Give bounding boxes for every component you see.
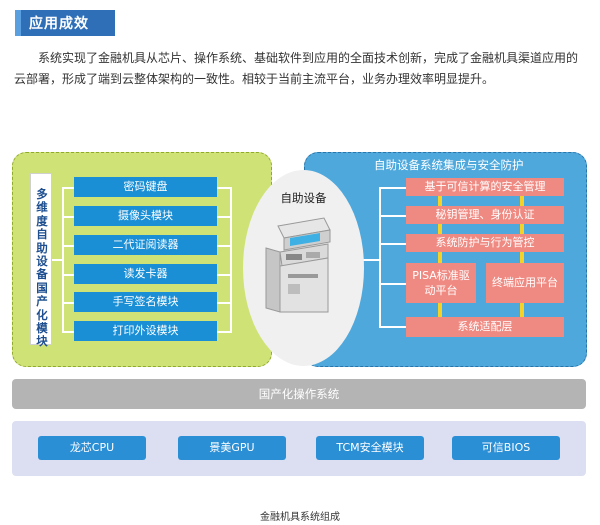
- chip-loongson-cpu: 龙芯CPU: [38, 436, 146, 460]
- module-connector-trunk: [230, 187, 232, 333]
- module-camera: 摄像头模块: [74, 206, 217, 226]
- left-panel-title: 多维度自助设备国产化模块: [30, 173, 52, 348]
- yellow-connector-2: [520, 196, 524, 206]
- module-connector-2: [217, 216, 230, 218]
- right-connector-3: [379, 243, 406, 245]
- left-panel-title-text: 多维度自助设备国产化模块: [36, 187, 48, 349]
- right-connector-stub: [362, 259, 380, 261]
- yellow-connector-5: [438, 252, 442, 263]
- layer-trusted-computing: 基于可信计算的安全管理: [406, 178, 564, 196]
- module-connector-4: [217, 274, 230, 276]
- right-connector-trunk: [379, 187, 381, 327]
- yellow-connector-3: [438, 224, 442, 234]
- module-password-keypad: 密码键盘: [74, 177, 217, 197]
- layer-pisa-platform: PISA标准驱动平台: [406, 263, 476, 303]
- right-connector-2: [379, 215, 406, 217]
- chip-trusted-bios: 可信BIOS: [452, 436, 560, 460]
- module-connector-3: [217, 245, 230, 247]
- right-connector-5: [379, 326, 406, 328]
- yellow-connector-6: [520, 252, 524, 263]
- layer-system-defense: 系统防护与行为管控: [406, 234, 564, 252]
- yellow-connector-1: [438, 196, 442, 206]
- center-device-label: 自助设备: [280, 191, 327, 205]
- right-connector-1: [379, 187, 406, 189]
- intro-paragraph: 系统实现了金融机具从芯片、操作系统、基础软件到应用的全面技术创新，完成了金融机具…: [14, 51, 579, 86]
- left-connector-branch-3: [62, 245, 74, 247]
- section-header: 应用成效: [15, 10, 115, 36]
- layer-key-management: 秘钥管理、身份认证: [406, 206, 564, 224]
- left-connector-branch-6: [62, 331, 74, 333]
- left-connector-branch-1: [62, 187, 74, 189]
- module-card-reader: 读发卡器: [74, 264, 217, 284]
- layer-pisa-platform-text: PISA标准驱动平台: [412, 269, 470, 297]
- yellow-connector-7: [438, 303, 442, 317]
- module-connector-6: [217, 331, 230, 333]
- module-id-reader: 二代证阅读器: [74, 235, 217, 255]
- right-panel-title: 自助设备系统集成与安全防护: [374, 158, 524, 172]
- left-connector-branch-4: [62, 274, 74, 276]
- header-accent: [15, 10, 21, 36]
- module-printer: 打印外设模块: [74, 321, 217, 341]
- chip-jingmei-gpu: 景美GPU: [178, 436, 286, 460]
- module-connector-1: [217, 187, 230, 189]
- left-connector-branch-2: [62, 216, 74, 218]
- section-title: 应用成效: [29, 16, 89, 32]
- module-connector-5: [217, 302, 230, 304]
- left-connector-stub: [52, 259, 64, 261]
- yellow-connector-4: [520, 224, 524, 234]
- left-connector-branch-5: [62, 302, 74, 304]
- chip-tcm-security: TCM安全模块: [316, 436, 424, 460]
- os-layer-bar: 国产化操作系统: [12, 379, 586, 409]
- module-signature: 手写签名模块: [74, 292, 217, 312]
- right-connector-4: [379, 283, 406, 285]
- layer-system-adaptation: 系统适配层: [406, 317, 564, 337]
- layer-terminal-platform: 终端应用平台: [486, 263, 564, 303]
- yellow-connector-8: [520, 303, 524, 317]
- figure-caption: 金融机具系统组成: [260, 512, 340, 523]
- self-service-terminal-icon: [265, 217, 331, 313]
